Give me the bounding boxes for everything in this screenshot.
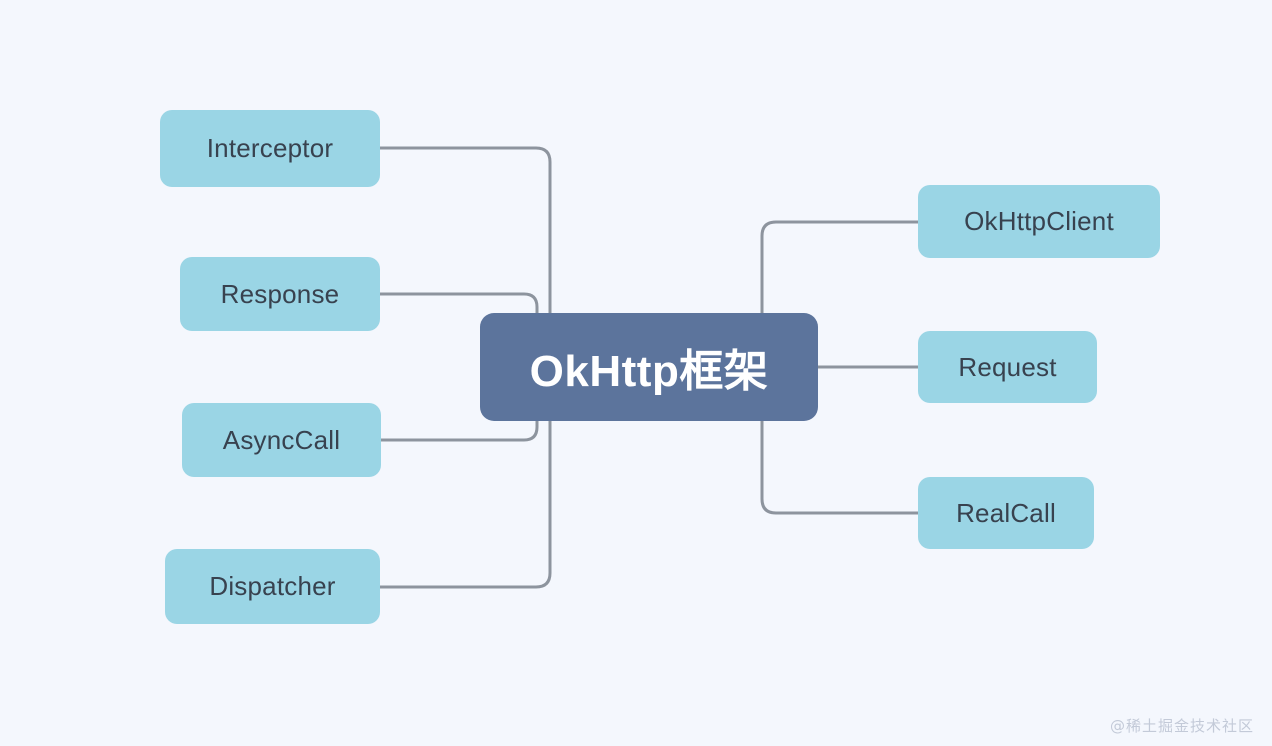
connector-okhttpclient [760, 220, 920, 369]
node-okhttpclient-label: OkHttpClient [964, 206, 1114, 236]
node-root-okhttp-framework[interactable]: OkHttp框架 [480, 313, 818, 421]
connector-dispatcher [378, 370, 552, 589]
node-asynccall-label: AsyncCall [222, 424, 341, 455]
node-root-label: OkHttp框架 [529, 347, 769, 396]
node-realcall[interactable]: RealCall [918, 477, 1094, 549]
node-dispatcher[interactable]: Dispatcher [165, 549, 380, 624]
watermark: @稀土掘金技术社区 [1109, 717, 1254, 735]
node-request-label: Request [958, 351, 1057, 382]
node-interceptor-label: Interceptor [206, 133, 334, 163]
node-request[interactable]: Request [918, 331, 1097, 403]
node-realcall-label: RealCall [956, 497, 1056, 528]
connector-response [378, 292, 539, 369]
connector-interceptor [378, 146, 552, 374]
node-response[interactable]: Response [180, 257, 380, 331]
connector-asynccall [379, 365, 539, 442]
node-dispatcher-label: Dispatcher [209, 571, 336, 601]
node-response-label: Response [220, 278, 340, 309]
node-interceptor[interactable]: Interceptor [160, 110, 380, 187]
node-okhttpclient[interactable]: OkHttpClient [918, 185, 1160, 258]
connector-realcall [760, 365, 920, 515]
node-asynccall[interactable]: AsyncCall [182, 403, 381, 477]
